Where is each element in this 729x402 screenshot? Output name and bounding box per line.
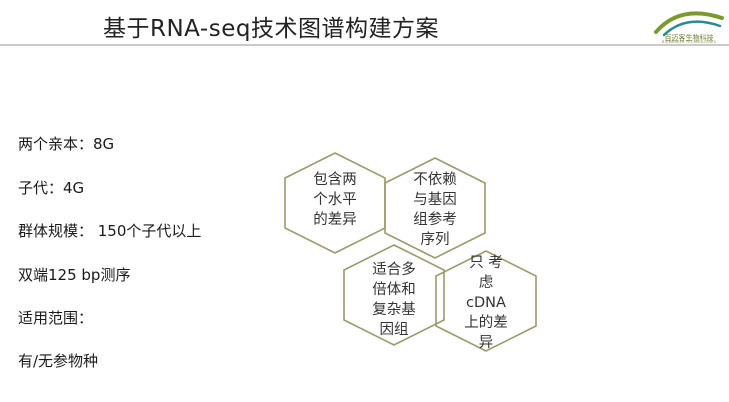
hexagon-4-text: 只 考 虑 cDNA 上的差 异 (464, 255, 508, 351)
info-parents: 两个亲本：8G (18, 135, 115, 153)
company-logo-icon (654, 11, 724, 37)
logo-tagline: BIOMARKER TECHNOLOGIES (661, 40, 717, 44)
hexagon-3-text: 适合多 倍体和 复杂基 因组 (372, 262, 416, 338)
hexagon-1-text: 包含两 个水平 的差异 (313, 172, 357, 228)
slide-title: 基于RNA-seq技术图谱构建方案 (103, 16, 439, 42)
info-offspring: 子代：4G (18, 179, 85, 197)
hexagon-2-text: 不依赖 与基因 组参考 序列 (413, 172, 457, 248)
hexagon-4 (435, 250, 537, 352)
title-divider (0, 44, 729, 46)
hexagon-3 (343, 244, 445, 346)
hexagon-1 (284, 152, 386, 254)
info-population: 群体规模： 150个子代以上 (18, 222, 202, 240)
hexagon-2 (384, 157, 486, 259)
info-sequencing: 双端125 bp测序 (18, 266, 131, 284)
logo-name: 百迈客生物科技 (664, 34, 714, 42)
info-scope-label: 适用范围： (18, 309, 94, 327)
info-species: 有/无参物种 (18, 352, 99, 370)
